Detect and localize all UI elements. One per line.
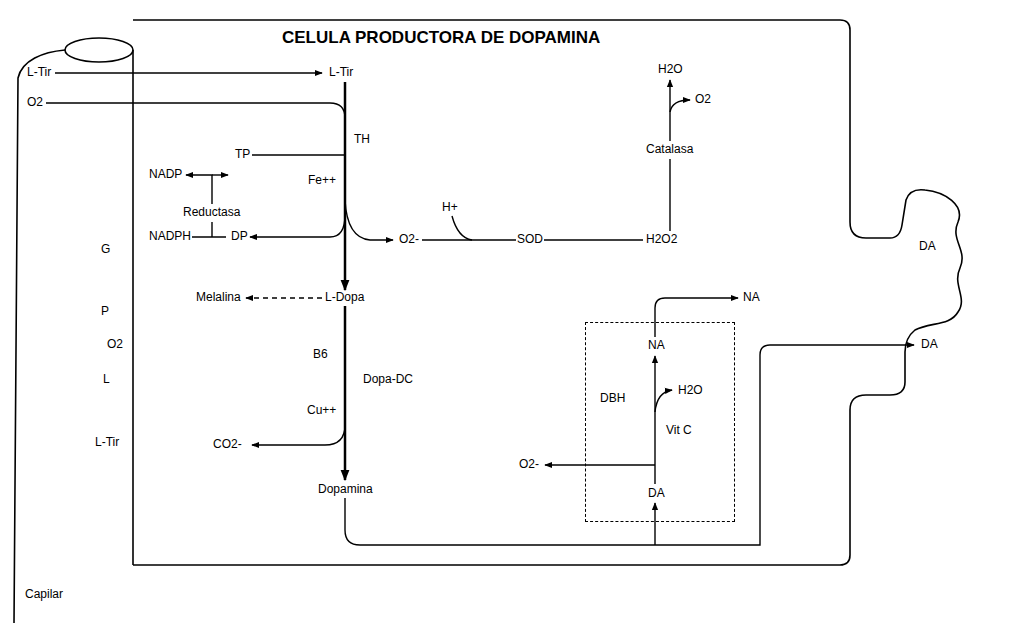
capillary-tube-outline xyxy=(8,28,138,623)
melanin-arrow xyxy=(246,297,322,298)
pathway-label: DA xyxy=(920,338,939,352)
node-label: O2 xyxy=(26,96,44,110)
pathway-label: TH xyxy=(353,133,371,147)
cell-body: CELULA PRODUCTORA DE DOPAMINA NA DBH H2O Vit… xyxy=(130,15,975,570)
node-label: Capilar xyxy=(24,588,64,602)
tyrosine-uptake-arrow xyxy=(55,72,322,73)
pathway-label: NADPH xyxy=(148,230,192,244)
outline-stroke xyxy=(132,50,134,565)
pathway-label: NADP xyxy=(148,168,183,182)
reductase-tp-arrow xyxy=(212,174,228,175)
oxygen-supply-line xyxy=(46,103,345,118)
catalase-oxygen-arrow xyxy=(670,100,690,112)
outline-stroke xyxy=(65,38,133,62)
pathway-label: L-Dopa xyxy=(324,291,365,305)
vesicle-uptake-arrow xyxy=(654,503,655,545)
node-label: O2 xyxy=(106,338,124,352)
pathway-label: H2O2 xyxy=(645,233,678,247)
node-label: P xyxy=(100,305,110,319)
node-label: DA xyxy=(647,487,666,501)
decarboxylation-arrow xyxy=(344,306,347,480)
node-label: L-Tir xyxy=(26,66,52,80)
proton-line xyxy=(452,216,472,240)
outline-stroke xyxy=(133,20,962,565)
pathway-label: Melalina xyxy=(195,291,242,305)
pathway-label: CO2- xyxy=(212,438,243,452)
pathway-label: O2 xyxy=(694,93,712,107)
node-label: NA xyxy=(647,339,666,353)
dopamine-release-arrow xyxy=(345,345,914,545)
node-label: Vit C xyxy=(665,424,693,438)
reductase-nadp-arrow xyxy=(186,175,212,204)
pathway-label: DA xyxy=(918,240,937,254)
pathway-label: DP xyxy=(230,230,249,244)
pathway-label: Fe++ xyxy=(307,174,337,188)
pathway-label: L-Tir xyxy=(328,66,354,80)
pathway-label: NA xyxy=(742,291,761,305)
cell-body-outline xyxy=(130,15,975,570)
noradrenaline-release-arrow xyxy=(655,298,738,337)
node-label: G xyxy=(100,243,111,257)
nadph-line xyxy=(191,236,226,237)
capillary-tube: L-TirO2GPO2LL-TirCapilar xyxy=(8,28,138,623)
superoxide-arrow xyxy=(345,200,393,240)
pathway-label: H2O xyxy=(657,63,684,77)
pathway-label: Dopa-DC xyxy=(362,373,414,387)
cell-title: CELULA PRODUCTORA DE DOPAMINA xyxy=(281,28,601,48)
vesicle-box: NA DBH H2O Vit C DA xyxy=(585,322,735,522)
dbh-water-arrow xyxy=(655,390,672,412)
pathway-label: Catalasa xyxy=(645,143,694,157)
node-label: DBH xyxy=(599,392,626,406)
hydroxylation-arrow xyxy=(344,82,347,290)
reductase-stem xyxy=(211,222,212,237)
cofactor-line xyxy=(252,154,345,155)
node-label: L xyxy=(102,373,111,387)
catalase-line xyxy=(669,159,670,231)
dbh-oxygen-arrow xyxy=(545,464,655,465)
pathway-label: Dopamina xyxy=(317,483,374,497)
co2-arrow xyxy=(252,425,345,445)
pathway-label: TP xyxy=(234,148,251,162)
pathway-label: B6 xyxy=(312,348,329,362)
node-label: L-Tir xyxy=(94,436,120,450)
pathway-label: H+ xyxy=(441,201,459,215)
pathway-label: Reductasa xyxy=(182,206,241,220)
pathway-label: O2- xyxy=(398,233,420,247)
dp-arrow xyxy=(250,215,345,237)
pathway-label: SOD xyxy=(516,233,544,247)
node-label: H2O xyxy=(677,384,704,398)
pathway-label: Cu++ xyxy=(306,404,337,418)
outline-stroke xyxy=(14,50,65,623)
pathway-label: O2- xyxy=(518,458,540,472)
